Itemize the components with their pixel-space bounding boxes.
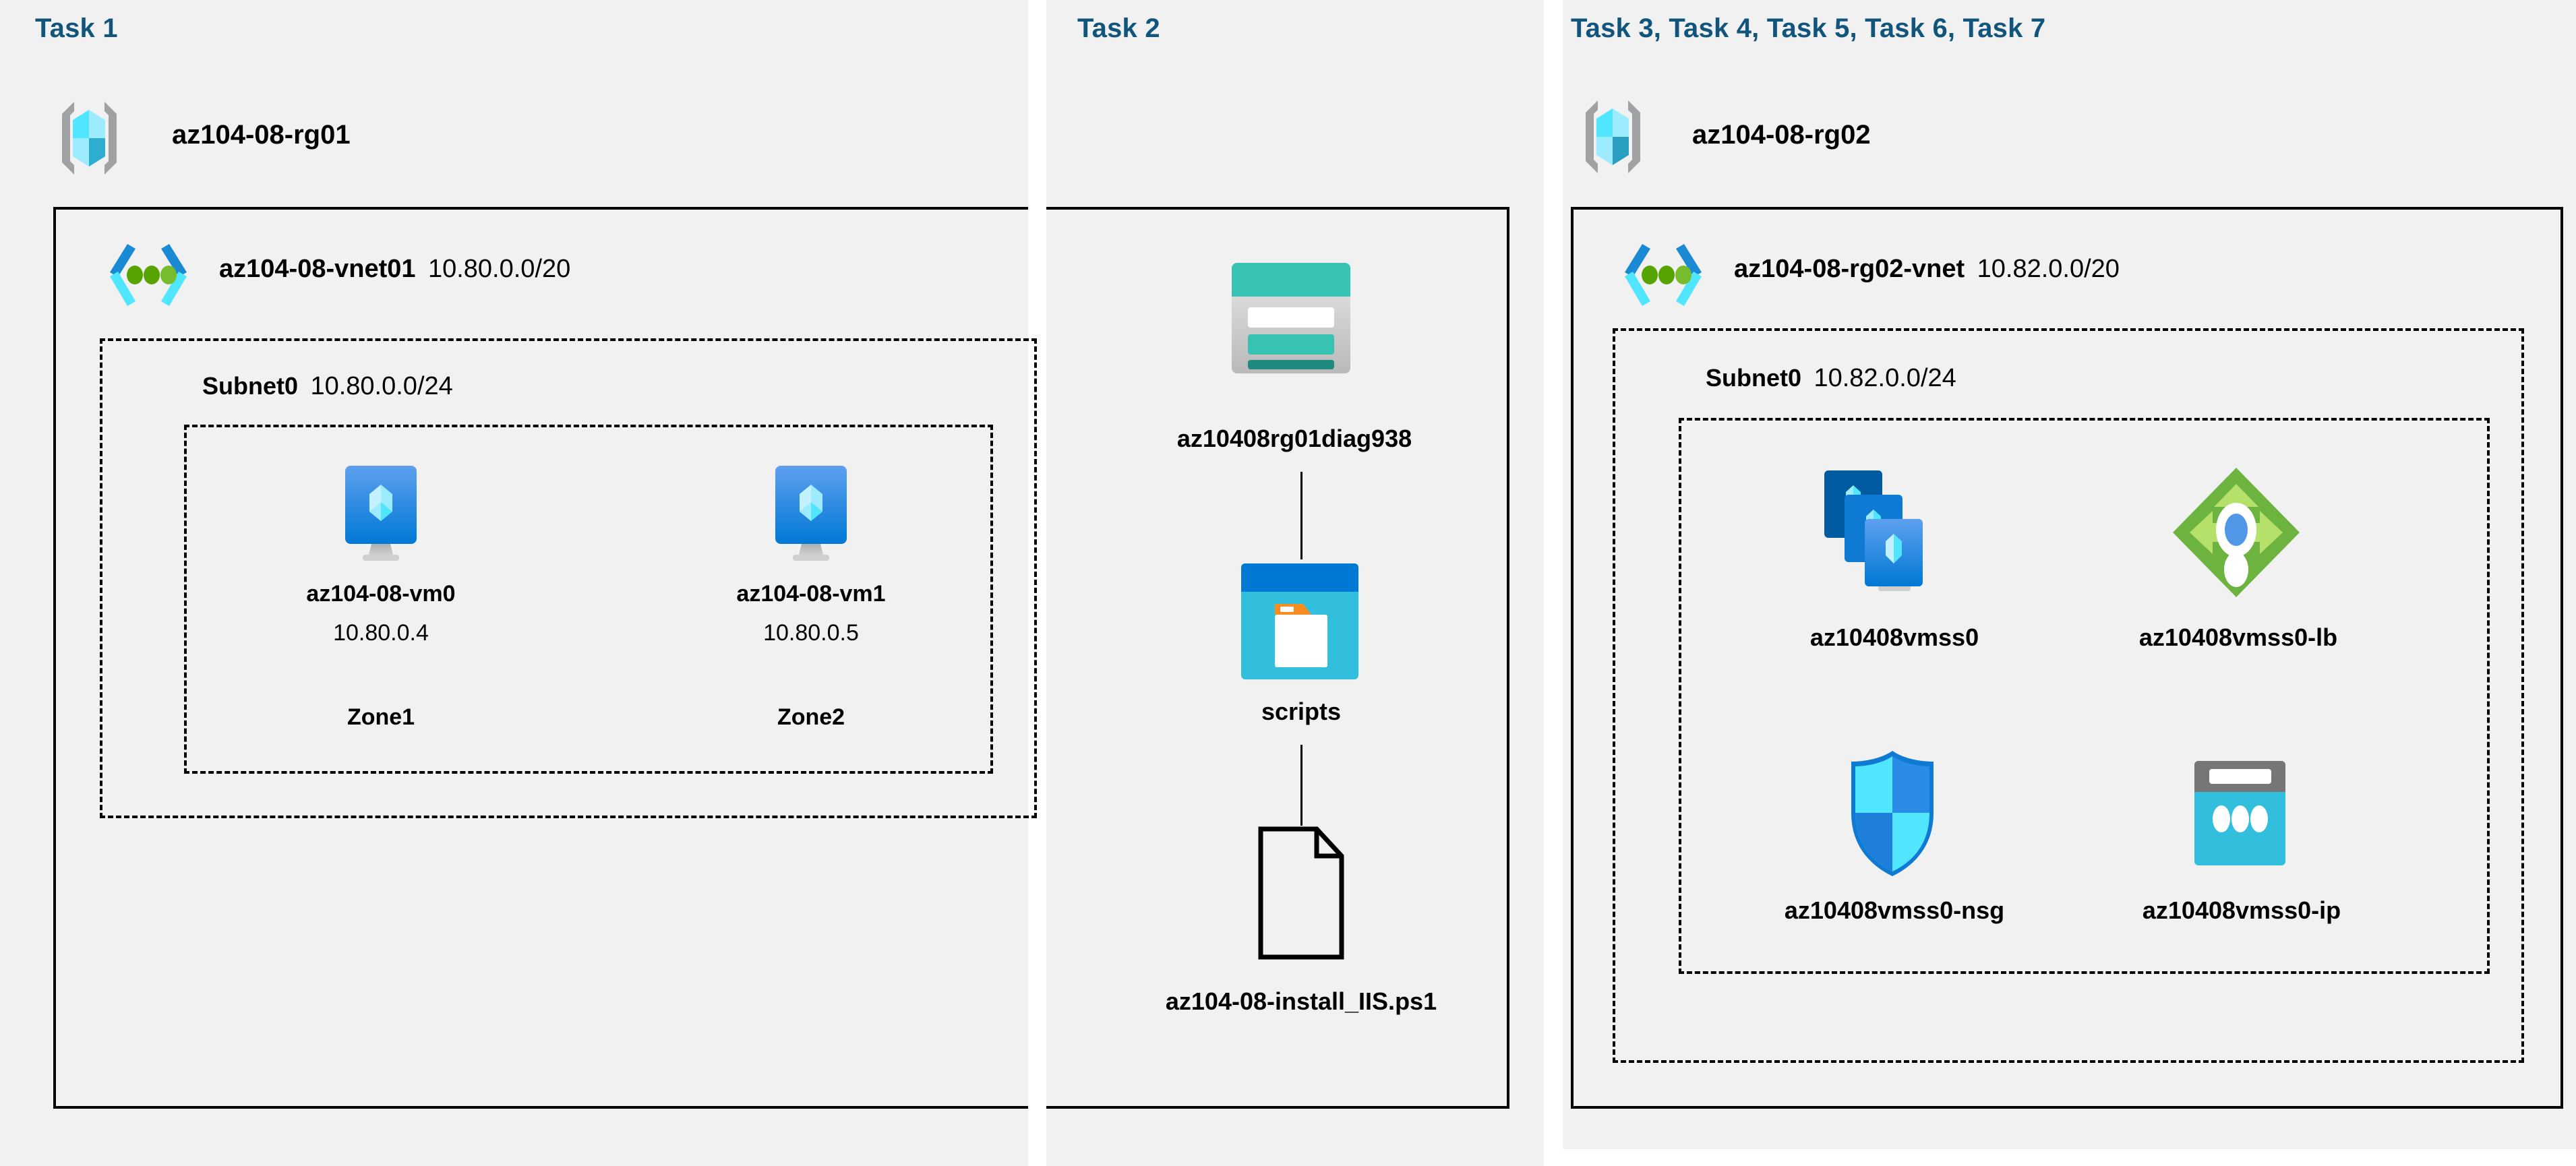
zones-box-task1 bbox=[184, 425, 993, 774]
vnet-cidr-vnet01: 10.80.0.0/20 bbox=[427, 255, 571, 283]
resource-group-icon-rg02 bbox=[1578, 96, 1648, 177]
resources-box-task3to7 bbox=[1679, 418, 2490, 974]
vmss-label: az10408vmss0 bbox=[1809, 623, 1979, 651]
vm-label-vm1: az104-08-vm1 bbox=[736, 581, 886, 607]
connector-scripts-to-file bbox=[1300, 745, 1302, 826]
gutter-left bbox=[1028, 202, 1046, 1119]
storage-account-icon bbox=[1224, 257, 1358, 379]
load-balancer-label: az10408vmss0-lb bbox=[2138, 623, 2338, 651]
file-icon bbox=[1257, 826, 1345, 960]
vnet-name-vnet01: az104-08-vnet01 bbox=[219, 255, 416, 283]
vm-scale-set-icon bbox=[1814, 465, 1958, 600]
blob-container-icon bbox=[1236, 559, 1364, 684]
network-security-group-icon bbox=[1840, 748, 1945, 880]
vnet-name-rg02vnet: az104-08-rg02-vnet bbox=[1734, 255, 1965, 283]
panel-task3to7 bbox=[1563, 0, 2576, 1149]
resource-group-label-rg01: az104-08-rg01 bbox=[172, 120, 351, 150]
vm-zone-vm0: Zone1 bbox=[347, 704, 415, 730]
vm-label-vm0: az104-08-vm0 bbox=[306, 581, 456, 607]
vm-ip-vm1: 10.80.0.5 bbox=[763, 620, 859, 646]
public-ip-label: az10408vmss0-ip bbox=[2142, 896, 2341, 924]
virtual-network-icon-rg02vnet bbox=[1613, 241, 1714, 312]
subnet-name-task1: Subnet0 bbox=[202, 372, 299, 400]
vnet-header-vnet01: az104-08-vnet01 10.80.0.0/20 bbox=[219, 255, 570, 284]
load-balancer-icon bbox=[2171, 465, 2302, 600]
storage-account-label: az10408rg01diag938 bbox=[1176, 425, 1412, 452]
nsg-label: az10408vmss0-nsg bbox=[1784, 896, 2005, 924]
subnet-box-task1 bbox=[100, 338, 1037, 818]
vnet-cidr-rg02vnet: 10.82.0.0/20 bbox=[1977, 255, 2120, 283]
subnet-header-task3to7: Subnet0 10.82.0.0/24 bbox=[1706, 364, 1956, 393]
gutter-right bbox=[1544, 202, 1563, 1119]
task-header-3to7: Task 3, Task 4, Task 5, Task 6, Task 7 bbox=[1571, 13, 2046, 43]
subnet-name-task3to7: Subnet0 bbox=[1706, 364, 1802, 392]
resource-group-label-rg02: az104-08-rg02 bbox=[1692, 120, 1871, 150]
virtual-machine-icon-vm1 bbox=[760, 462, 862, 566]
task-header-2: Task 2 bbox=[1077, 13, 1160, 43]
subnet-cidr-task1: 10.80.0.0/24 bbox=[310, 372, 453, 400]
subnet-header-task1: Subnet0 10.80.0.0/24 bbox=[202, 372, 453, 401]
public-ip-address-icon bbox=[2188, 758, 2292, 869]
vnet-box-vnet01 bbox=[53, 207, 1509, 1109]
virtual-network-icon-vnet01 bbox=[98, 241, 199, 312]
subnet-box-task3to7 bbox=[1613, 328, 2524, 1063]
task-header-1: Task 1 bbox=[35, 13, 118, 43]
connector-storage-to-scripts bbox=[1300, 472, 1302, 559]
vnet-box-rg02vnet bbox=[1571, 207, 2563, 1109]
file-label: az104-08-install_IIS.ps1 bbox=[1165, 987, 1437, 1015]
subnet-cidr-task3to7: 10.82.0.0/24 bbox=[1814, 364, 1956, 392]
vm-ip-vm0: 10.80.0.4 bbox=[333, 620, 429, 646]
blob-container-label: scripts bbox=[1261, 698, 1342, 725]
vm-zone-vm1: Zone2 bbox=[777, 704, 845, 730]
panel-task1 bbox=[0, 0, 1028, 1166]
virtual-machine-icon-vm0 bbox=[330, 462, 431, 566]
resource-group-icon-rg01 bbox=[54, 98, 125, 179]
vnet-header-rg02vnet: az104-08-rg02-vnet 10.82.0.0/20 bbox=[1734, 255, 2120, 284]
